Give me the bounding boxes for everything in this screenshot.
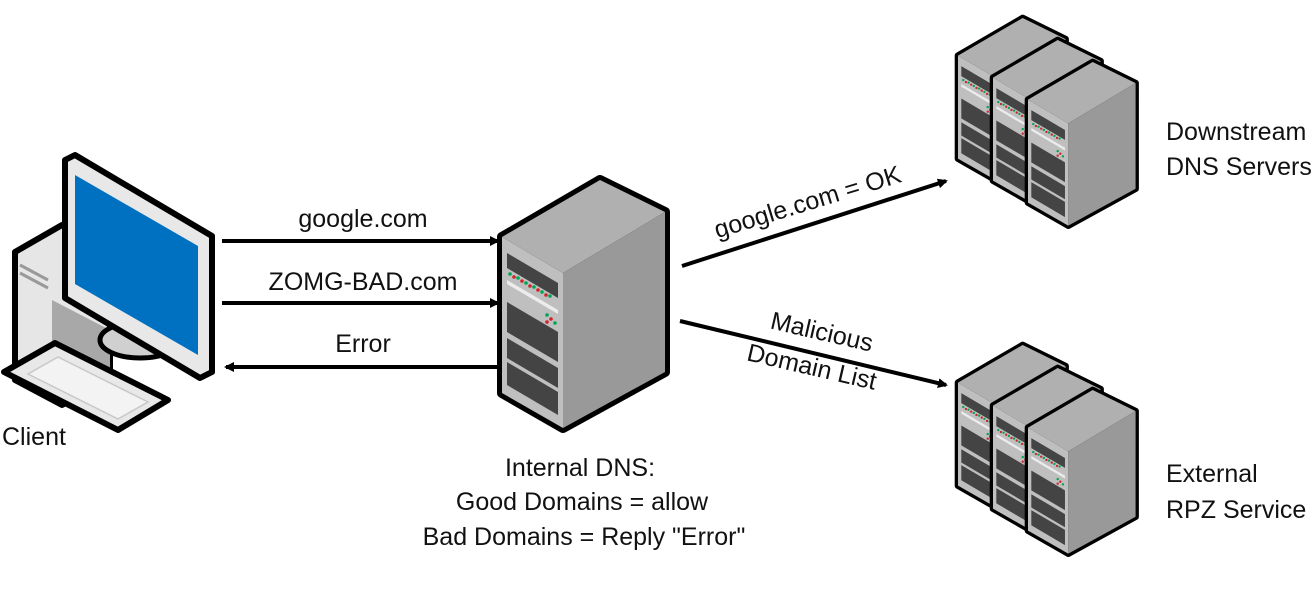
internal-dns-label-3: Bad Domains = Reply "Error" xyxy=(423,523,746,551)
client-computer-icon xyxy=(1,152,215,433)
external-rpz-label-2: RPZ Service xyxy=(1166,496,1306,524)
internal-dns-label-1: Internal DNS: xyxy=(505,454,655,482)
label-query-bad: ZOMG-BAD.com xyxy=(269,268,458,296)
downstream-label-2: DNS Servers xyxy=(1166,153,1312,181)
internal-dns-server-icon xyxy=(502,180,665,428)
arrow-malicious-list xyxy=(679,319,948,388)
client-label: Client xyxy=(2,423,66,451)
arrow-forward-ok xyxy=(681,178,948,268)
downstream-dns-servers-icon xyxy=(958,18,1136,226)
downstream-label-1: Downstream xyxy=(1166,118,1306,146)
internal-dns-label-2: Good Domains = allow xyxy=(456,488,709,516)
label-reply-error: Error xyxy=(335,330,391,358)
label-query-good: google.com xyxy=(298,205,427,233)
external-rpz-servers-icon xyxy=(958,345,1136,554)
external-rpz-label-1: External xyxy=(1166,460,1258,488)
